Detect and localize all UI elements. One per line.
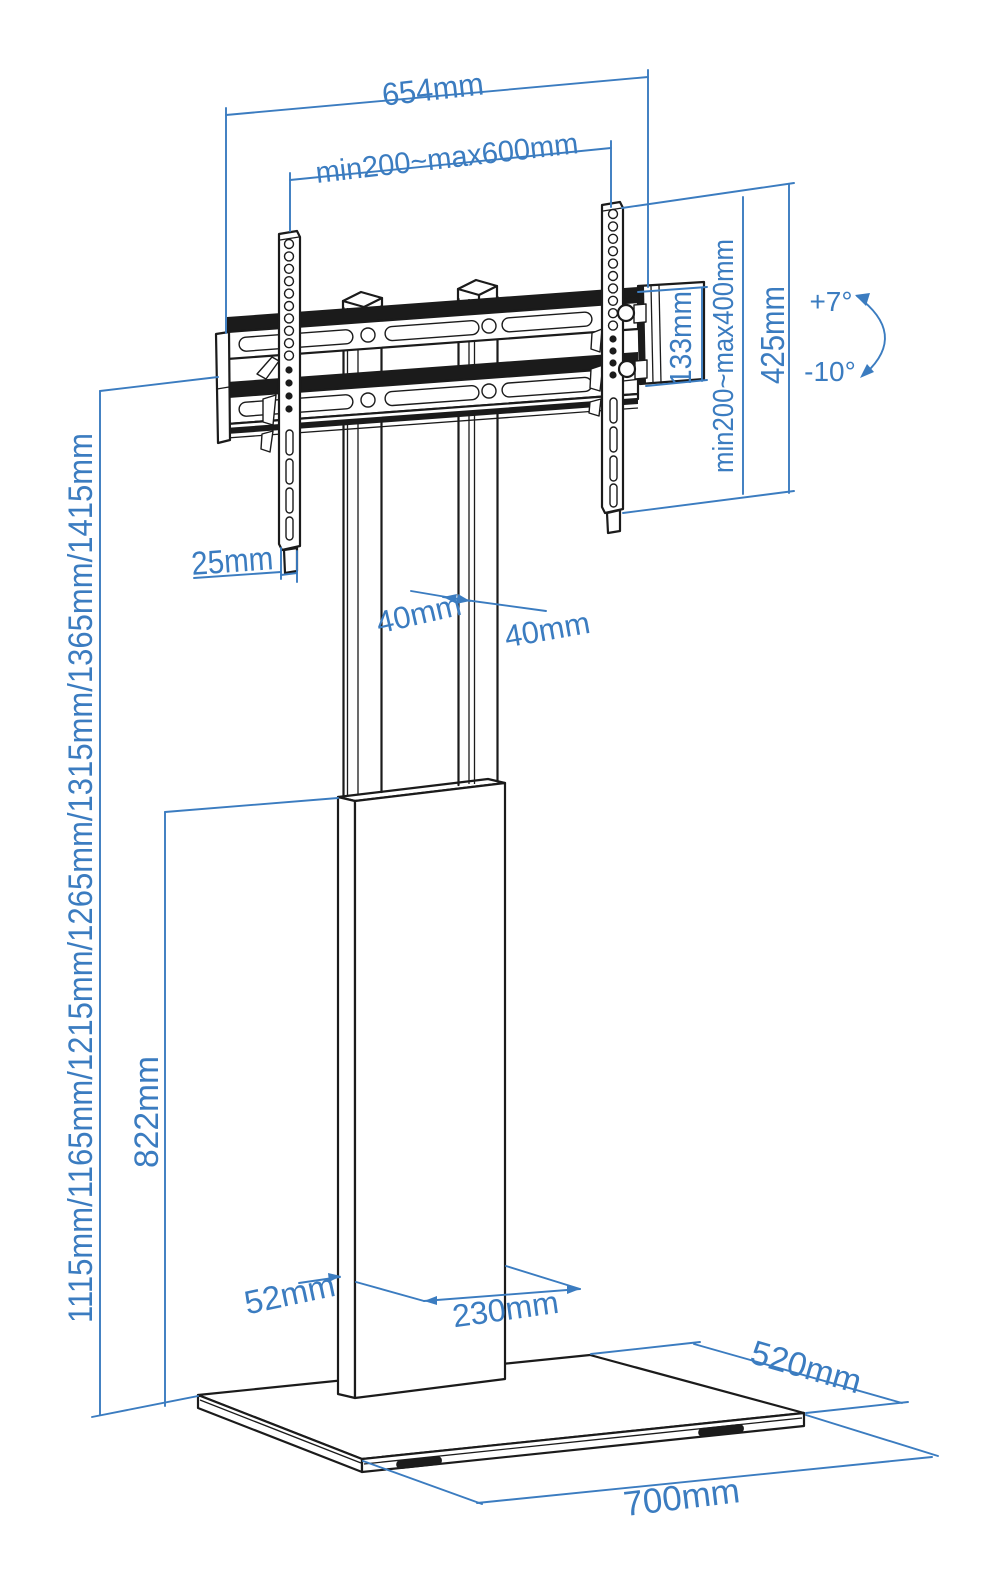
dimension-vesa-width: min200~max600mm <box>289 127 612 232</box>
dim-label-654mm: 654mm <box>380 65 485 112</box>
dimension-cover-side: 52mm <box>241 1266 341 1321</box>
arrow-left-icon <box>424 1296 437 1305</box>
tilt-arrow-down-icon <box>860 364 874 378</box>
dimension-column-widths: 40mm 40mm <box>373 587 593 654</box>
dim-label-tilt-up: +7° <box>809 286 852 317</box>
dim-label-25mm: 25mm <box>190 539 274 582</box>
dimension-vesa-height: min200~max400mm <box>708 196 744 495</box>
dim-label-52mm: 52mm <box>241 1266 338 1321</box>
dim-label-40mm-left: 40mm <box>373 587 465 640</box>
dim-label-tilt-down: -10° <box>804 356 856 387</box>
dimension-arm-length: 133mm <box>637 286 708 387</box>
dim-label-133mm: 133mm <box>663 291 698 385</box>
vesa-strip-right <box>588 200 625 535</box>
dimension-bracket-height: 425mm <box>621 182 795 514</box>
dim-label-425mm: 425mm <box>754 286 791 384</box>
dimension-cover-height: 822mm <box>128 797 339 1407</box>
dim-label-700mm: 700mm <box>621 1471 742 1524</box>
base-foot-right <box>698 1423 744 1437</box>
bracket-arm-side-view <box>616 280 706 386</box>
dim-label-heights: 1115mm/1165mm/1215mm/1265mm/1315mm/1365m… <box>62 433 100 1323</box>
dim-label-40mm-right: 40mm <box>502 605 593 654</box>
crossbar-lower <box>225 352 640 439</box>
base-foot-left <box>396 1455 442 1469</box>
arrow-right-icon <box>328 1273 341 1282</box>
dimension-adjustable-heights: 1115mm/1165mm/1215mm/1265mm/1315mm/1365m… <box>62 376 219 1418</box>
tilt-arrow-up-icon <box>855 293 870 306</box>
arrow-right-icon <box>567 1285 580 1294</box>
dim-label-822mm: 822mm <box>128 1056 166 1168</box>
vesa-slots-right <box>609 397 618 508</box>
crossbar-upper <box>225 287 640 361</box>
column-cover <box>336 777 507 1400</box>
rail-end-cap-left <box>214 330 232 445</box>
dim-label-vesa-width: min200~max600mm <box>314 127 580 190</box>
vesa-slots-left <box>285 429 294 541</box>
arrow-left-icon <box>443 594 457 603</box>
dim-label-520mm: 520mm <box>746 1334 865 1402</box>
vesa-holes-right <box>607 208 619 379</box>
dimension-strip-offset: 25mm <box>190 539 298 583</box>
vesa-holes-left <box>283 238 295 413</box>
vesa-strip-left <box>256 229 302 575</box>
dim-label-vesa-height: min200~max400mm <box>708 239 740 473</box>
dimension-tilt-angles: +7° -10° <box>804 286 886 387</box>
strip-hooks-left <box>256 356 280 453</box>
strip-hooks-right <box>588 328 604 417</box>
